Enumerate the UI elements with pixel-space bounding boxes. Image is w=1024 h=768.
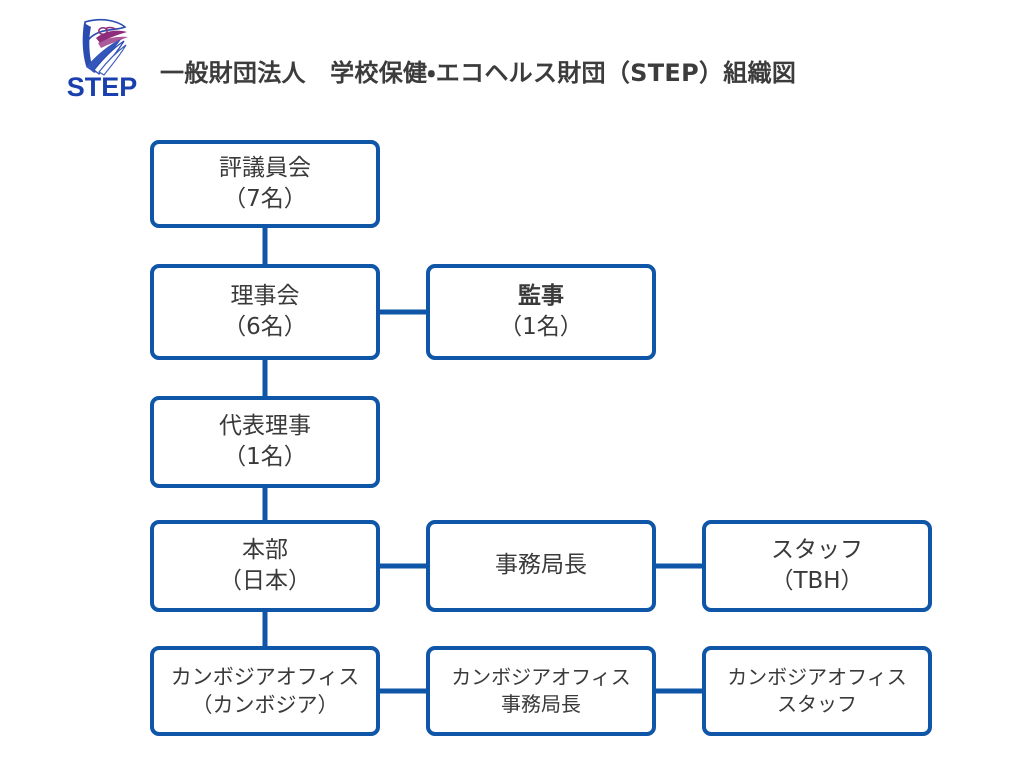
page-header: STEP 一般財団法人 学校保健・エコヘルス財団（STEP）組織図	[0, 0, 1024, 120]
node-kanji[interactable]: 監事 （1名）	[426, 264, 656, 360]
node-rijikai[interactable]: 理事会 （6名）	[150, 264, 380, 360]
node-rijikai-line2: （6名）	[223, 313, 307, 340]
node-cambodia-staff-line2: スタッフ	[777, 691, 857, 716]
node-honbu[interactable]: 本部 （日本）	[150, 520, 380, 612]
node-honbu-line2: （日本）	[219, 567, 311, 594]
node-staff-tbh-line1: スタッフ	[771, 537, 863, 564]
step-logo-mark	[82, 19, 128, 76]
node-daihyo-riji-line1: 代表理事	[219, 413, 311, 440]
node-cambodia-staff[interactable]: カンボジアオフィス スタッフ	[702, 646, 932, 736]
node-kanji-line2: （1名）	[499, 313, 583, 340]
node-cambodia-jimukyokucho-line1: カンボジアオフィス	[451, 664, 631, 689]
node-jimukyokucho-line1: 事務局長	[495, 552, 587, 579]
node-jimukyokucho[interactable]: 事務局長	[426, 520, 656, 612]
node-daihyo-riji[interactable]: 代表理事 （1名）	[150, 396, 380, 488]
node-cambodia-office-line2: （カンボジア）	[191, 692, 339, 717]
node-staff-tbh[interactable]: スタッフ （TBH）	[702, 520, 932, 612]
step-logo-wordmark: STEP	[66, 72, 138, 102]
node-hyogiinkai[interactable]: 評議員会 （7名）	[150, 140, 380, 228]
node-rijikai-line1: 理事会	[230, 283, 300, 310]
node-hyogiinkai-line1: 評議員会	[219, 155, 311, 182]
page-title: 一般財団法人 学校保健・エコヘルス財団（STEP）組織図	[160, 59, 797, 87]
node-cambodia-jimukyokucho[interactable]: カンボジアオフィス 事務局長	[426, 646, 656, 736]
step-logo: STEP	[64, 18, 140, 110]
node-cambodia-office[interactable]: カンボジアオフィス （カンボジア）	[150, 646, 380, 736]
node-staff-tbh-line2: （TBH）	[770, 567, 864, 594]
node-kanji-line1: 監事	[518, 283, 564, 310]
node-honbu-line1: 本部	[242, 537, 288, 564]
node-cambodia-jimukyokucho-line2: 事務局長	[501, 691, 581, 716]
node-cambodia-office-line1: カンボジアオフィス	[170, 664, 360, 689]
node-daihyo-riji-line2: （1名）	[223, 443, 307, 470]
node-cambodia-staff-line1: カンボジアオフィス	[727, 664, 907, 689]
node-hyogiinkai-line2: （7名）	[223, 185, 307, 212]
